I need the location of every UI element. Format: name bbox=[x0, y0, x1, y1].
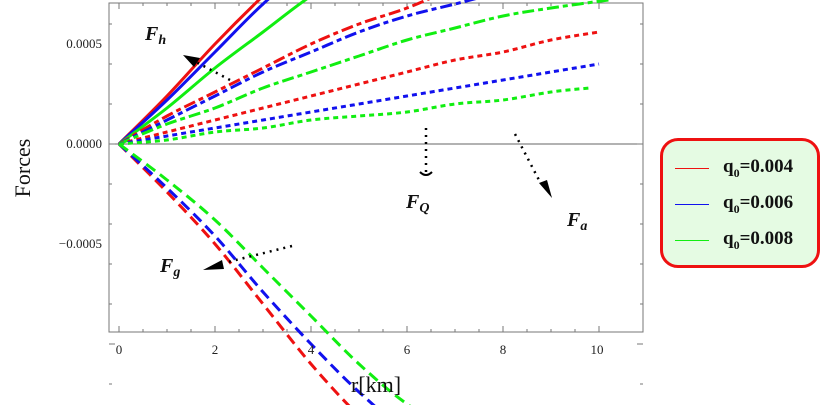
fg-arrowhead-icon bbox=[203, 260, 224, 270]
annotation-arrowheads bbox=[183, 55, 552, 270]
annotation-fq: FQ bbox=[405, 191, 429, 216]
x-tick-label: 0 bbox=[116, 342, 123, 357]
fa-arrow-line bbox=[513, 133, 542, 183]
y-axis-title: Forces bbox=[10, 139, 35, 198]
legend: q0=0.004 q0=0.006 q0=0.008 bbox=[660, 138, 820, 268]
legend-item-q0-0.008: q0=0.008 bbox=[675, 225, 793, 255]
curve-fh-q0-0.006 bbox=[117, 0, 270, 146]
curve-fq-q0-0.008 bbox=[118, 86, 590, 146]
fg-arrow-line bbox=[227, 244, 293, 264]
curve-fa-q0-0.008 bbox=[118, 0, 609, 146]
legend-item-q0-0.006: q0=0.006 bbox=[675, 189, 793, 219]
y-tick-label: 0.0000 bbox=[66, 136, 102, 151]
x-tick-label: 6 bbox=[404, 342, 411, 357]
legend-swatch-blue bbox=[675, 203, 709, 205]
annotation-fa: Fa bbox=[566, 209, 587, 234]
y-tick-label: −0.0005 bbox=[59, 236, 102, 251]
legend-label: q0=0.004 bbox=[723, 155, 794, 180]
curve-fh-q0-0.004 bbox=[117, 0, 262, 146]
x-tick-label: 4 bbox=[308, 342, 315, 357]
curve-fg-q0-0.008 bbox=[118, 142, 412, 405]
curve-fq-q0-0.006 bbox=[118, 62, 600, 146]
x-axis-title: r[km] bbox=[351, 372, 401, 397]
curve-fh-q0-0.008 bbox=[118, 0, 308, 146]
curves bbox=[117, 0, 609, 405]
fa-arrowhead-icon bbox=[539, 180, 552, 198]
x-tick-labels: 0 2 4 6 8 10 bbox=[116, 342, 604, 357]
x-tick-label: 2 bbox=[212, 342, 219, 357]
x-tick-label: 8 bbox=[500, 342, 507, 357]
legend-label: q0=0.006 bbox=[723, 191, 794, 216]
legend-swatch-red bbox=[675, 167, 709, 169]
y-tick-label: 0.0005 bbox=[66, 36, 102, 51]
curve-fg-q0-0.006 bbox=[117, 142, 376, 405]
curve-fa-q0-0.004 bbox=[118, 0, 431, 146]
legend-label: q0=0.008 bbox=[723, 227, 794, 252]
curve-fg-q0-0.004 bbox=[117, 142, 351, 405]
fh-arrowhead-icon bbox=[183, 55, 200, 67]
annotation-fg: Fg bbox=[159, 255, 180, 280]
curve-fq-q0-0.004 bbox=[118, 30, 600, 146]
annotation-fh: Fh bbox=[144, 23, 166, 48]
curve-fa-q0-0.006 bbox=[118, 0, 477, 146]
legend-swatch-green bbox=[675, 239, 709, 241]
fq-arrowhead-icon bbox=[419, 171, 433, 176]
axis-ticks bbox=[109, 3, 643, 385]
y-tick-labels: 0.0005 0.0000 −0.0005 bbox=[59, 36, 102, 251]
legend-item-q0-0.004: q0=0.004 bbox=[675, 153, 793, 183]
annotation-arrows bbox=[195, 60, 542, 264]
plot-frame bbox=[108, 2, 644, 333]
x-tick-label: 10 bbox=[591, 342, 604, 357]
